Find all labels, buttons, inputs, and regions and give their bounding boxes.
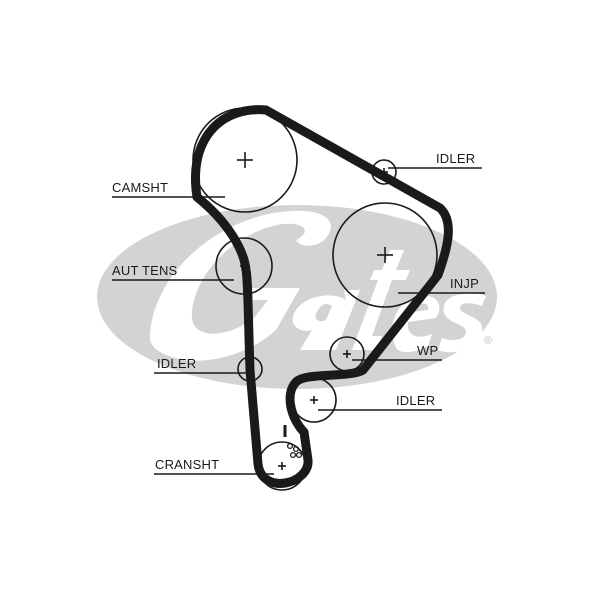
label-idler-bottom: IDLER <box>396 393 435 408</box>
brand-watermark-logo: ® <box>97 205 497 389</box>
timing-belt <box>191 105 453 488</box>
label-camsht: CAMSHT <box>112 180 168 195</box>
water-pump-pulley <box>329 336 365 372</box>
idler-top-pulley <box>371 159 397 185</box>
label-idler-top: IDLER <box>436 151 475 166</box>
label-aut-tens: AUT TENS <box>112 263 178 278</box>
injection-pump-pulley <box>332 202 438 308</box>
crankshaft-pulley <box>257 441 307 491</box>
label-injp: INJP <box>450 276 479 291</box>
idler-bottom-pulley <box>291 377 337 423</box>
label-wp: WP <box>417 343 438 358</box>
leader-lines <box>112 167 485 475</box>
crankshaft-timing-marks <box>283 425 303 459</box>
idler-left-pulley <box>237 356 263 382</box>
label-cransht: CRANSHT <box>155 457 219 472</box>
pulley-center-marks <box>237 152 393 470</box>
label-idler-left: IDLER <box>157 356 196 371</box>
auto-tensioner-pulley <box>215 237 273 295</box>
registered-mark: ® <box>484 335 492 347</box>
camshaft-pulley <box>192 107 298 213</box>
